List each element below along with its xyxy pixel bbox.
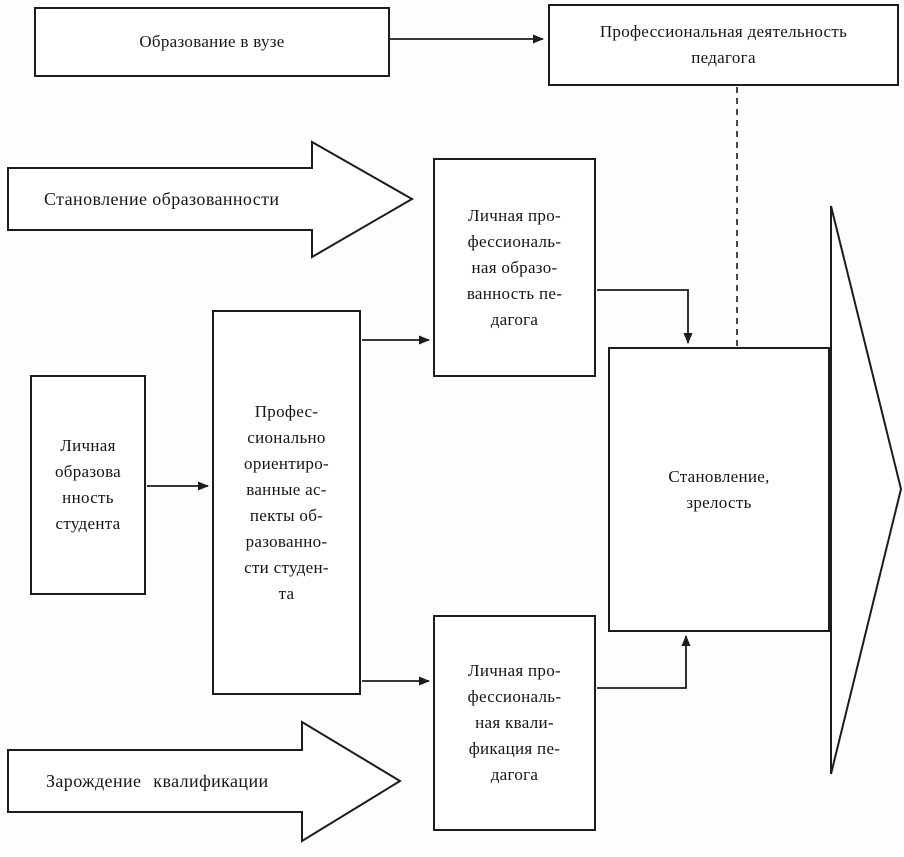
label-formation-of-education: Становление образованности xyxy=(44,188,280,209)
box-professional-activity: Профессиональная деятельность педагога xyxy=(548,4,899,86)
box-personal-professional-qualification-label: Личная про- фессиональ- ная квали- фикац… xyxy=(467,661,562,784)
arrow-education-to-formation xyxy=(597,289,693,344)
box-personal-professional-education: Личная про- фессиональ- ная образо- ванн… xyxy=(433,158,596,377)
arrow-qualification-to-formation xyxy=(597,635,691,689)
box-university-education: Образование в вузе xyxy=(34,7,390,77)
label-birth-of-qualification: Зарождение квалификации xyxy=(46,770,269,791)
box-professional-activity-label: Профессиональная деятельность педагога xyxy=(599,22,848,67)
box-formation-maturity: Становление, зрелость xyxy=(608,347,830,632)
box-student-personal-education-label: Личная образова нность студента xyxy=(54,436,122,533)
box-professionally-oriented-aspects: Профес- сионально ориентиро- ванные ас- … xyxy=(212,310,361,695)
box-university-education-label: Образование в вузе xyxy=(139,32,285,51)
box-formation-maturity-label: Становление, зрелость xyxy=(668,466,770,512)
box-professionally-oriented-aspects-label: Профес- сионально ориентиро- ванные ас- … xyxy=(244,401,329,603)
box-personal-professional-qualification: Личная про- фессиональ- ная квали- фикац… xyxy=(433,615,596,831)
box-student-personal-education: Личная образова нность студента xyxy=(30,375,146,595)
big-right-arrow xyxy=(830,205,903,775)
box-personal-professional-education-label: Личная про- фессиональ- ная образо- ванн… xyxy=(466,205,563,329)
